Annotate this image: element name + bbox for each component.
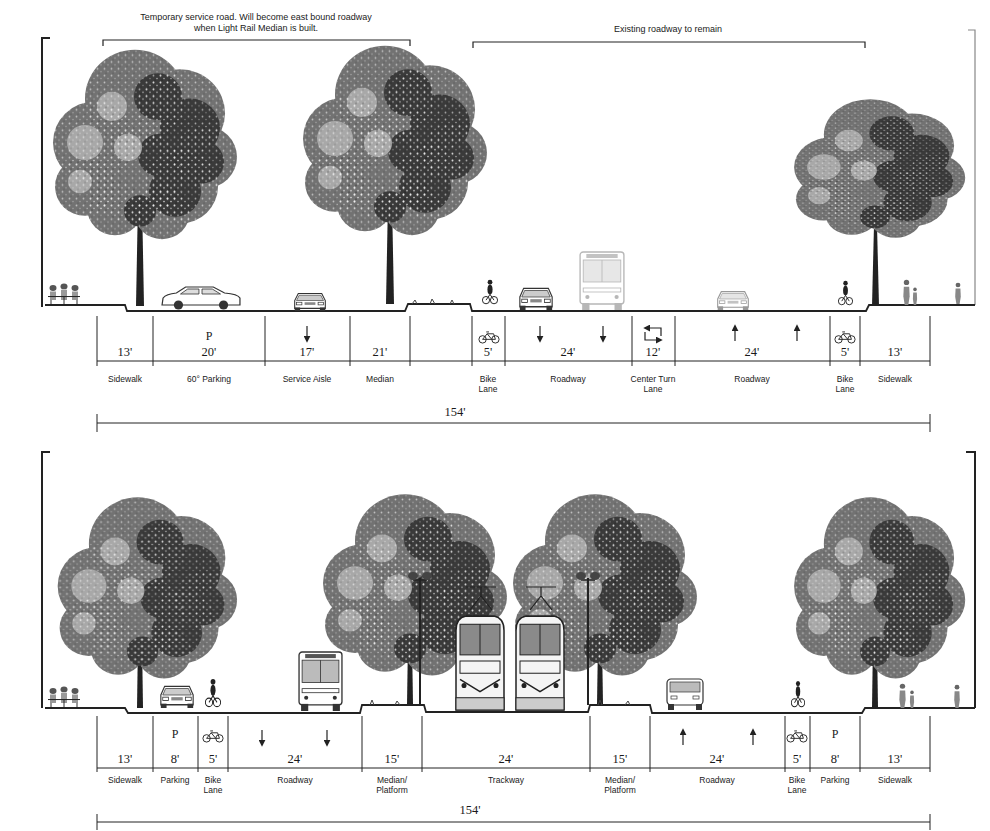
dimension-label: 5' [829, 345, 861, 359]
dimension-label: 13' [109, 345, 141, 359]
dimension-label: 12' [637, 345, 669, 359]
dimension-label: 13' [111, 752, 139, 766]
lane-name: Bike Lane [831, 374, 859, 394]
lane-name: Bike Lane [199, 775, 227, 795]
lane-name: Sidewalk [104, 775, 146, 785]
dimension-label: 5' [472, 345, 504, 359]
lane-name: Median [354, 374, 406, 384]
dimension-label: 24' [552, 345, 584, 359]
lane-name: Bike Lane [474, 374, 502, 394]
dimension-label: 15' [378, 752, 406, 766]
dimension-label: 15' [606, 752, 634, 766]
parking-symbol: P [200, 329, 218, 343]
lane-name: Parking [154, 775, 196, 785]
lane-name: Sidewalk [104, 374, 146, 384]
total-width-label: 154' [449, 803, 491, 817]
dimension-label: 17' [291, 345, 323, 359]
parking-symbol: P [826, 727, 844, 741]
dimension-label: 24' [492, 752, 520, 766]
lane-name: Bike Lane [783, 775, 811, 795]
lane-name: Sidewalk [864, 374, 926, 384]
dimension-label: 8' [161, 752, 189, 766]
dimension-label: 13' [881, 752, 909, 766]
total-width-label: 154' [434, 405, 476, 419]
lane-name: Roadway [721, 374, 783, 384]
dimension-label: 5' [783, 752, 811, 766]
note-text: Temporary service road. Will become east… [140, 12, 372, 34]
dimension-label: 20' [193, 345, 225, 359]
parking-symbol: P [166, 727, 184, 741]
dimension-label: 24' [281, 752, 309, 766]
dimension-label: 8' [821, 752, 849, 766]
lane-name: Center Turn Lane [630, 374, 676, 394]
dimension-label: 21' [364, 345, 396, 359]
lane-name: 60° Parking [178, 374, 240, 384]
dimension-label: 24' [703, 752, 731, 766]
lane-name: Roadway [686, 775, 748, 785]
lane-name: Roadway [537, 374, 599, 384]
dimension-label: 13' [879, 345, 911, 359]
lane-name: Median/ Platform [600, 775, 640, 795]
lane-name: Roadway [264, 775, 326, 785]
lane-name: Sidewalk [874, 775, 916, 785]
dimension-label: 24' [736, 345, 768, 359]
dimension-label: 5' [199, 752, 227, 766]
note-text: Existing roadway to remain [587, 24, 749, 34]
lane-name: Parking [814, 775, 856, 785]
lane-name: Median/ Platform [372, 775, 412, 795]
lane-name: Service Aisle [276, 374, 338, 384]
lane-name: Trackway [475, 775, 537, 785]
